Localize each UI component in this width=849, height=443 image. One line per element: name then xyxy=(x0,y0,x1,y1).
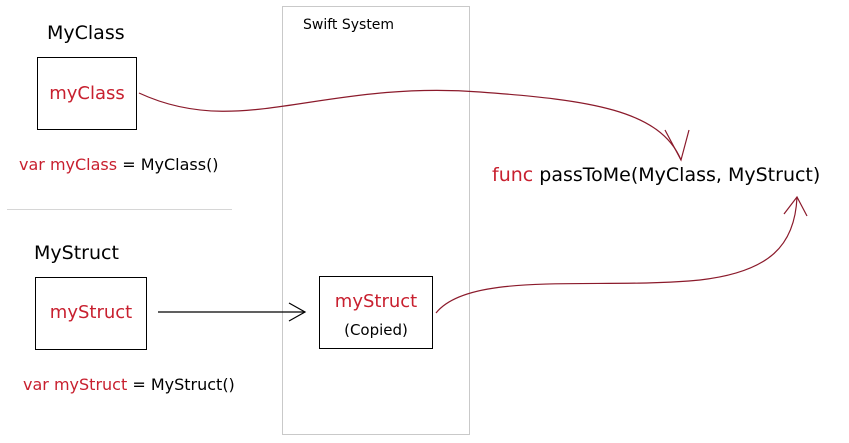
swift-system-title: Swift System xyxy=(303,17,395,33)
mystruct-declaration: var myStruct = MyStruct() xyxy=(23,375,235,394)
copied-struct-box: myStruct (Copied) xyxy=(319,276,433,349)
mystruct-initializer: = MyStruct() xyxy=(132,375,235,394)
mystruct-instance-box: myStruct xyxy=(35,277,147,350)
func-keyword: func xyxy=(492,164,534,186)
myclass-title: MyClass xyxy=(47,22,125,44)
var-keyword: var xyxy=(19,155,45,174)
myclass-instance-label: myClass xyxy=(49,83,125,104)
mystruct-instance-label: myStruct xyxy=(49,302,133,323)
var-keyword: var xyxy=(23,375,49,394)
mystruct-title: MyStruct xyxy=(34,242,119,264)
copied-struct-arrow xyxy=(435,196,798,314)
copied-struct-arrowhead xyxy=(783,195,808,217)
myclass-declaration: var myClass = MyClass() xyxy=(19,155,219,174)
swift-system-panel: Swift System xyxy=(282,6,470,435)
function-name: passToMe(MyClass, MyStruct) xyxy=(539,164,821,186)
copied-note: (Copied) xyxy=(344,321,408,339)
mystruct-variable: myStruct xyxy=(53,375,128,394)
class-arrowhead xyxy=(664,129,690,162)
class-reference-arrow xyxy=(138,89,682,161)
struct-copy-arrowhead xyxy=(288,302,307,322)
function-signature: func passToMe(MyClass, MyStruct) xyxy=(492,164,820,186)
section-divider xyxy=(7,209,232,210)
myclass-instance-box: myClass xyxy=(37,57,137,130)
myclass-initializer: = MyClass() xyxy=(122,155,219,174)
myclass-variable: myClass xyxy=(49,155,118,174)
copied-struct-label: myStruct xyxy=(334,291,418,312)
